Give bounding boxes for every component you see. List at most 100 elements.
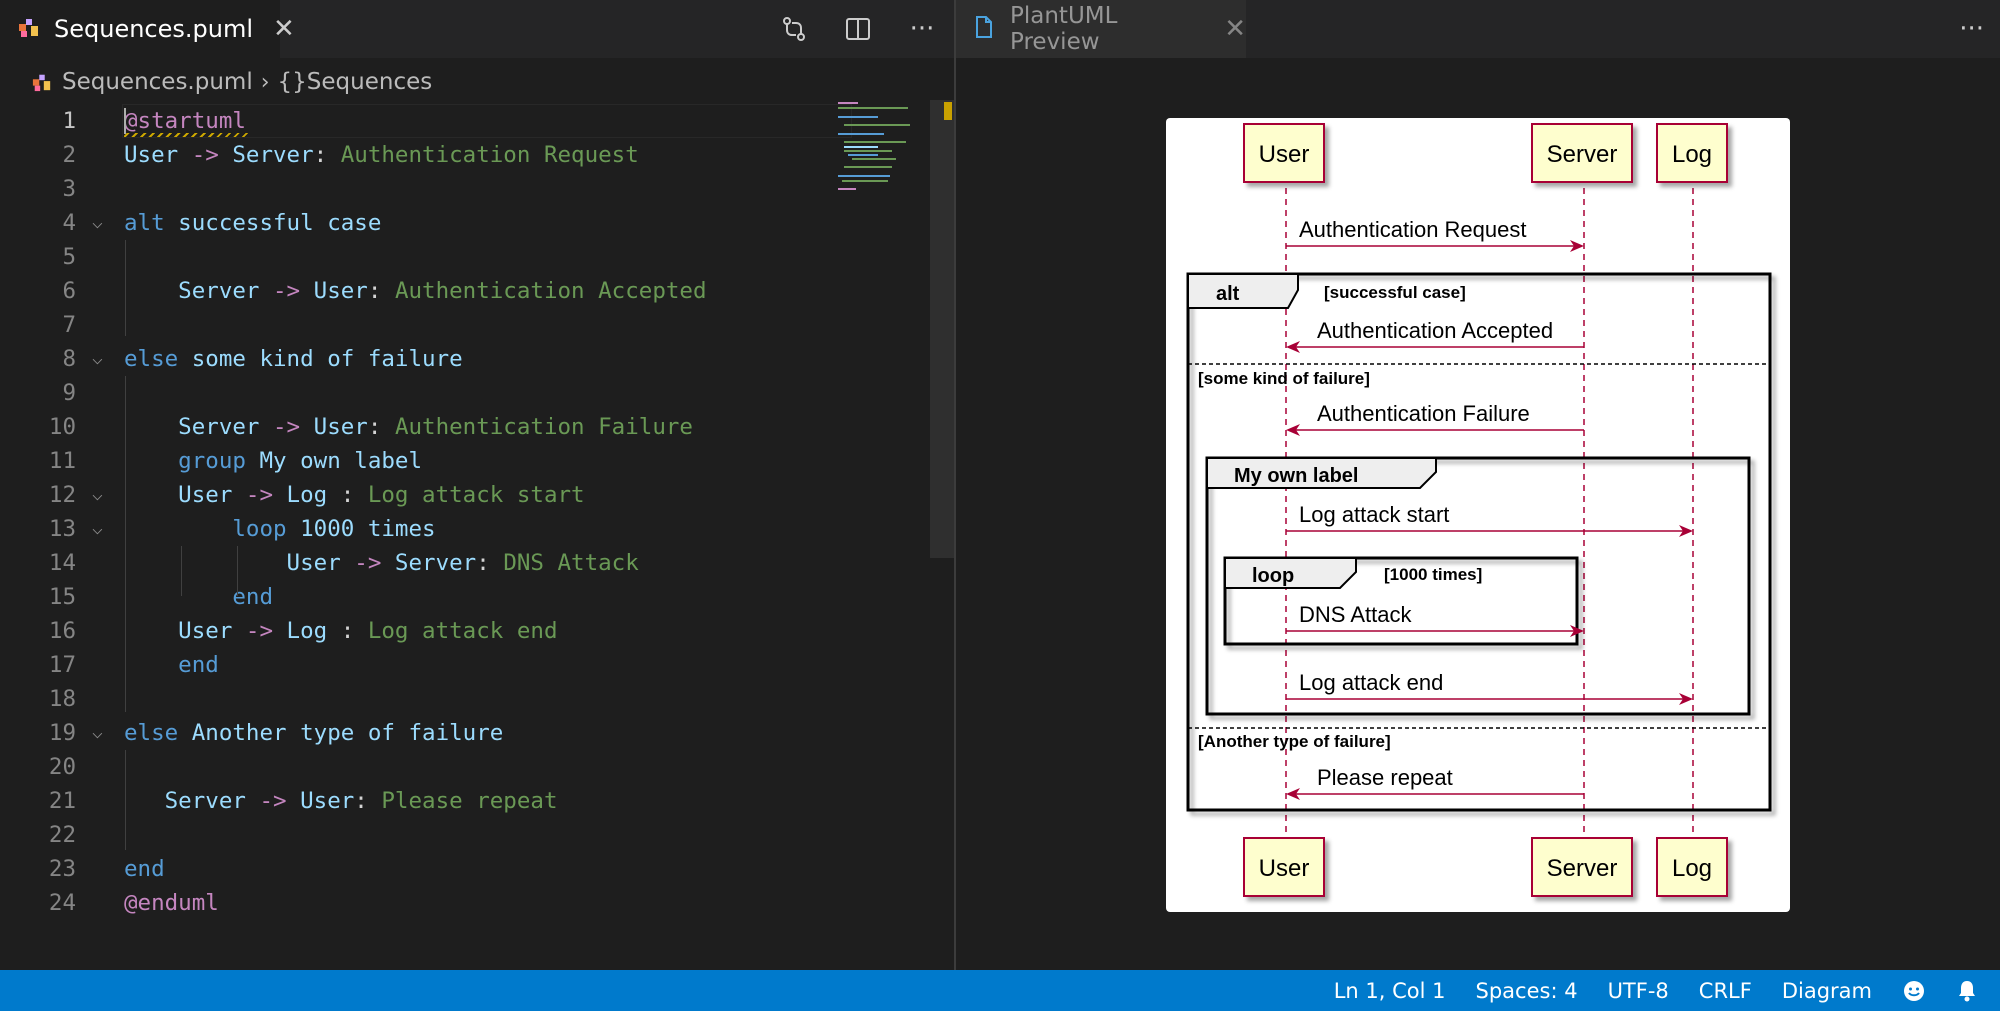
code-line[interactable]: 1@startuml: [0, 104, 920, 138]
indent-guide: [125, 240, 126, 336]
code-text: loop 1000 times: [124, 512, 436, 546]
arrowhead-icon: [1679, 693, 1693, 705]
fold-chevron-icon[interactable]: ⌵: [92, 348, 103, 369]
code-text: User -> Server: DNS Attack: [124, 546, 639, 580]
chevron-right-icon: ›: [260, 69, 270, 95]
code-line[interactable]: 10 Server -> User: Authentication Failur…: [0, 410, 920, 444]
arrowhead-icon: [1286, 788, 1300, 800]
code-token: Another type of failure: [178, 720, 504, 746]
code-line[interactable]: 14 User -> Server: DNS Attack: [0, 546, 920, 580]
code-line[interactable]: 17 end: [0, 648, 920, 682]
status-bar: Ln 1, Col 1 Spaces: 4 UTF-8 CRLF Diagram: [0, 970, 2000, 1011]
code-line[interactable]: 13⌵ loop 1000 times: [0, 512, 920, 546]
code-token: User: [286, 788, 355, 814]
code-line[interactable]: 24 @enduml: [0, 886, 920, 920]
fold-chevron-icon[interactable]: ⌵: [92, 212, 103, 233]
code-line[interactable]: 22: [0, 818, 920, 852]
code-text: User -> Server: Authentication Request: [124, 138, 639, 172]
code-line[interactable]: 21 Server -> User: Please repeat: [0, 784, 920, 818]
text-cursor: [124, 108, 126, 134]
code-line[interactable]: 15 end: [0, 580, 920, 614]
fold-chevron-icon[interactable]: ⌵: [92, 484, 103, 505]
line-number: 19: [48, 720, 76, 746]
line-number: 17: [48, 652, 76, 678]
code-line[interactable]: 19 ⌵ else Another type of failure: [0, 716, 920, 750]
code-text: User -> Log : Log attack end: [124, 614, 558, 648]
participant-label: Server: [1547, 855, 1618, 882]
bell-icon[interactable]: [1956, 979, 1978, 1003]
fold-chevron-icon[interactable]: ⌵: [92, 722, 103, 743]
code-token: User: [124, 550, 355, 576]
participant-label: Log: [1672, 141, 1712, 168]
code-token: User: [300, 414, 368, 440]
breadcrumb-file[interactable]: Sequences.puml: [62, 69, 253, 95]
code-line[interactable]: 20: [0, 750, 920, 784]
tab-plantuml-preview[interactable]: PlantUML Preview ✕: [956, 0, 1246, 58]
breadcrumb: Sequences.puml › {}Sequences: [0, 62, 432, 102]
git-compare-icon[interactable]: [780, 15, 808, 43]
code-line[interactable]: 2 User -> Server: Authentication Request: [0, 138, 920, 172]
split-editor-icon[interactable]: [844, 15, 872, 43]
tab-sequences-puml[interactable]: Sequences.puml ✕: [0, 0, 295, 58]
code-token: :: [367, 414, 395, 440]
code-token: alt: [124, 210, 165, 236]
indentation-setting[interactable]: Spaces: 4: [1475, 978, 1578, 1003]
editor-tab-bar: Sequences.puml ✕ ···: [0, 0, 954, 58]
code-token: Server: [218, 142, 314, 168]
editor-split-divider[interactable]: [954, 0, 956, 970]
code-line[interactable]: 6 Server -> User: Authentication Accepte…: [0, 274, 920, 308]
breadcrumb-symbol[interactable]: {}Sequences: [277, 69, 433, 95]
code-text: User -> Log : Log attack start: [124, 478, 584, 512]
close-tab-icon[interactable]: ✕: [1224, 14, 1246, 44]
code-line[interactable]: 8⌵else some kind of failure: [0, 342, 920, 376]
line-number: 2: [62, 142, 76, 168]
sequence-diagram: User Server Log Authentication Request a…: [1166, 118, 1790, 912]
line-number: 18: [48, 686, 76, 712]
cursor-position[interactable]: Ln 1, Col 1: [1333, 978, 1446, 1003]
more-actions-button[interactable]: ···: [1959, 14, 1984, 44]
code-token: ->: [273, 414, 301, 440]
code-line[interactable]: 16 User -> Log : Log attack end: [0, 614, 920, 648]
code-token: @enduml: [124, 890, 219, 916]
code-line[interactable]: 9: [0, 376, 920, 410]
file-encoding[interactable]: UTF-8: [1607, 978, 1669, 1003]
file-icon: [974, 15, 994, 43]
code-token: Log attack end: [367, 618, 558, 644]
arrowhead-icon: [1286, 424, 1300, 436]
code-token: else: [124, 720, 179, 746]
alt-fragment: [1186, 272, 1772, 812]
close-tab-icon[interactable]: ✕: [273, 14, 295, 44]
more-actions-button[interactable]: ···: [909, 14, 935, 44]
code-token: 1000 times: [286, 516, 436, 542]
code-token: User: [124, 142, 192, 168]
end-of-line[interactable]: CRLF: [1698, 978, 1752, 1003]
else-condition: [some kind of failure]: [1198, 369, 1370, 388]
language-mode[interactable]: Diagram: [1781, 978, 1872, 1003]
current-line-highlight: [122, 104, 852, 138]
code-line[interactable]: 7: [0, 308, 920, 342]
line-number: 24: [48, 890, 76, 916]
code-token: My own label: [245, 448, 423, 474]
code-line[interactable]: 4⌵alt successful case: [0, 206, 920, 240]
tab-file-name: Sequences.puml: [54, 15, 254, 43]
message-label: DNS Attack: [1299, 602, 1412, 627]
code-token: Authentication Request: [340, 142, 639, 168]
vertical-scrollbar[interactable]: [930, 100, 954, 558]
line-number: 14: [48, 550, 76, 576]
line-number: 15: [48, 584, 76, 610]
code-token: ->: [259, 788, 287, 814]
code-line[interactable]: 12⌵ User -> Log : Log attack start: [0, 478, 920, 512]
group-fragment-tab: [1206, 457, 1437, 489]
preview-pane[interactable]: PlantUML Preview ✕ ··· User: [956, 0, 2000, 970]
code-line[interactable]: 3: [0, 172, 920, 206]
code-line[interactable]: 11 group My own label: [0, 444, 920, 478]
code-editor-pane[interactable]: Sequences.puml ✕ ···: [0, 0, 954, 970]
code-token: else: [124, 346, 179, 372]
code-line[interactable]: 18: [0, 682, 920, 716]
line-number: 1: [62, 108, 76, 134]
code-line[interactable]: 5: [0, 240, 920, 274]
fold-chevron-icon[interactable]: ⌵: [92, 518, 103, 539]
minimap[interactable]: [838, 100, 928, 190]
smiley-icon[interactable]: [1902, 979, 1926, 1003]
